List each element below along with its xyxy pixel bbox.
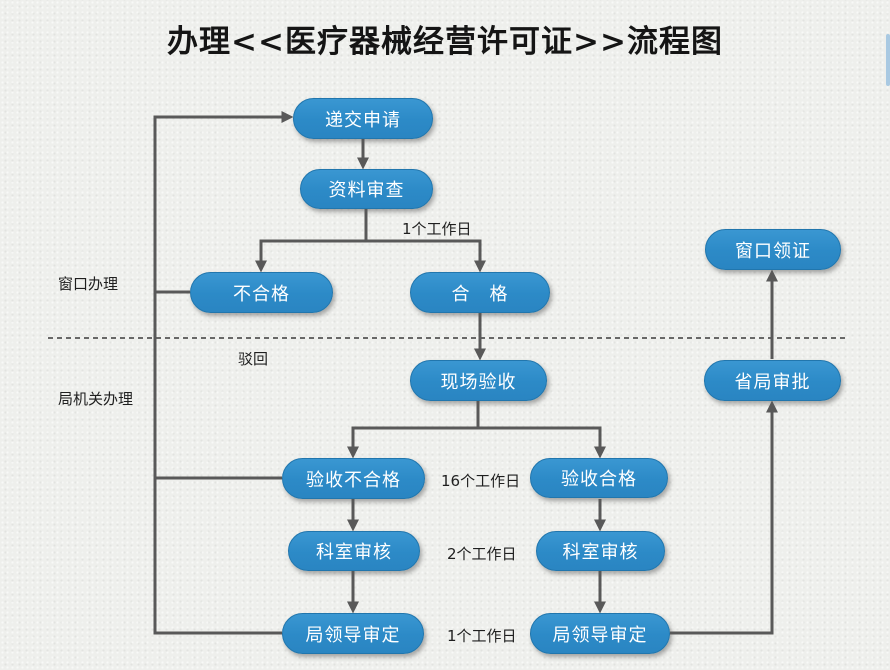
lane-label-window: 窗口办理: [58, 275, 119, 293]
node-dept-review-right: 科室审核: [536, 531, 665, 571]
node-inspection-pass: 验收合格: [530, 458, 668, 498]
lane-label-bureau: 局机关办理: [58, 390, 134, 408]
node-provincial-approval: 省局审批: [704, 360, 841, 401]
node-leader-approval-right: 局领导审定: [530, 613, 670, 654]
node-dept-review-left: 科室审核: [288, 531, 420, 571]
node-inspection-fail: 验收不合格: [282, 458, 425, 499]
label-duration-doc-review: 1个工作日: [402, 220, 472, 238]
node-document-review: 资料审查: [300, 169, 433, 209]
node-submit-application: 递交申请: [293, 98, 433, 139]
label-duration-dept-review: 2个工作日: [447, 545, 517, 563]
label-reject: 驳回: [238, 350, 269, 368]
label-duration-leader: 1个工作日: [447, 627, 517, 645]
node-leader-approval-left: 局领导审定: [282, 613, 424, 654]
feedback-loop-line: [153, 111, 294, 635]
right-edge-accent: [886, 34, 890, 86]
node-unqualified: 不合格: [190, 272, 333, 313]
page-title: 办理<<医疗器械经营许可证>>流程图: [167, 24, 723, 60]
node-site-inspection: 现场验收: [410, 360, 547, 401]
node-qualified: 合 格: [410, 272, 550, 313]
label-duration-inspection: 16个工作日: [441, 472, 521, 490]
node-collect-certificate: 窗口领证: [705, 229, 841, 270]
arrow-leader-to-provincial: [670, 400, 778, 635]
